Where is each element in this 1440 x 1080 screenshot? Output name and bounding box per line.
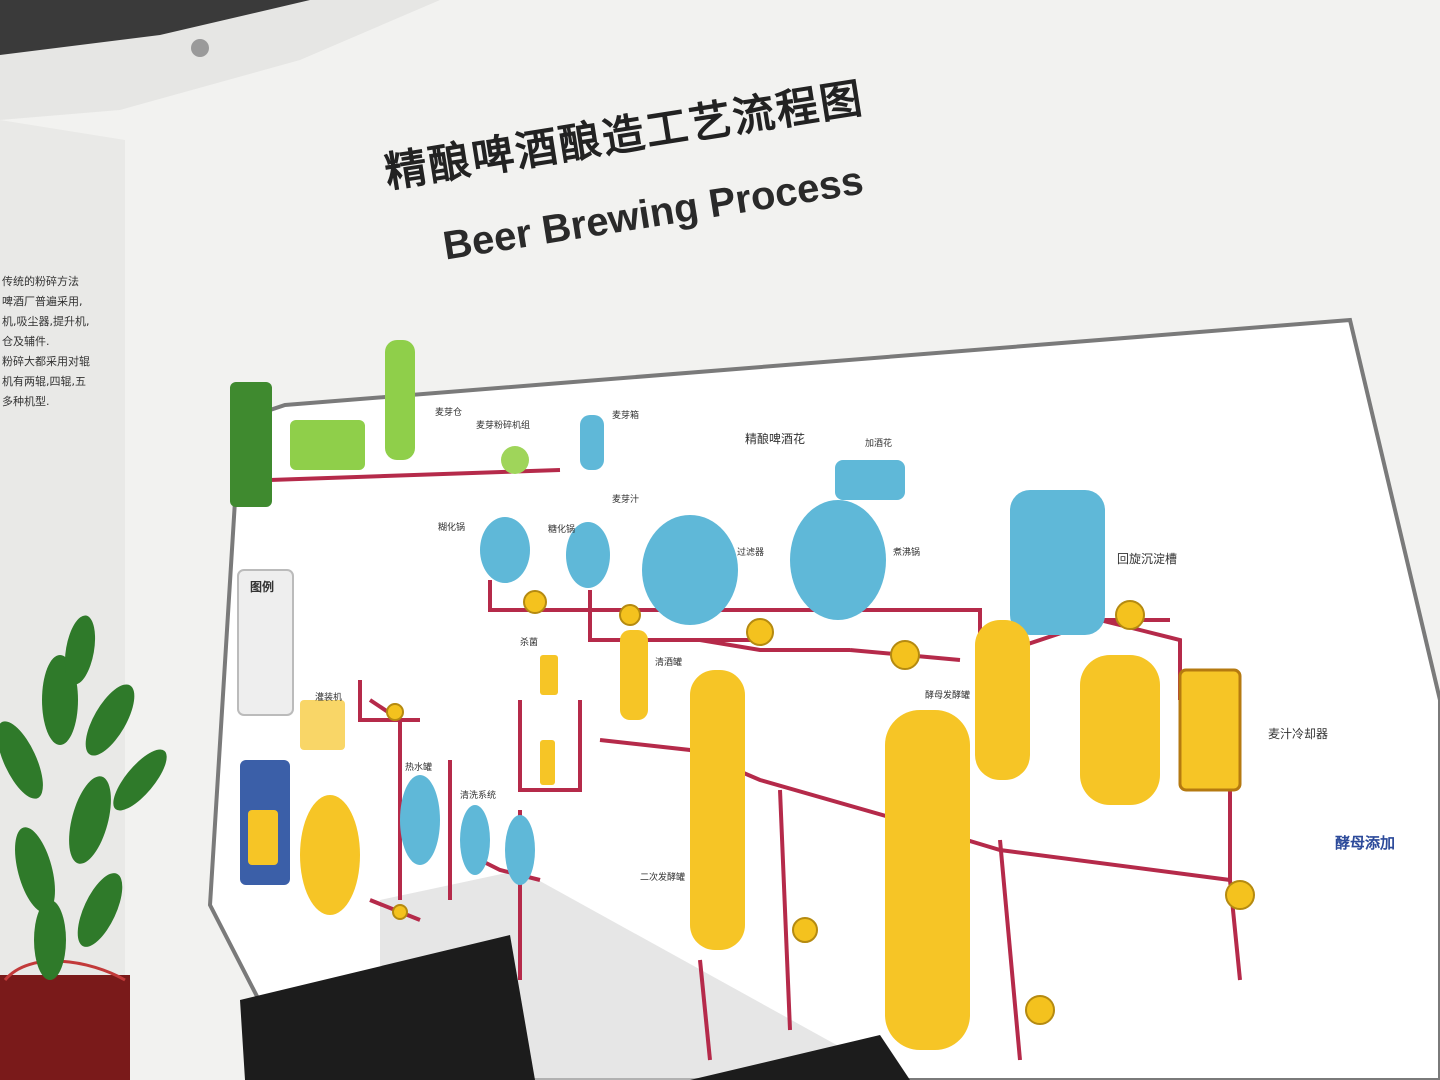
label-filler: 灌装机 [315,693,343,703]
legend-card [237,569,294,716]
malt-hopper-unit [230,382,272,507]
label-second-ferment: 二次发酵罐 [640,873,686,883]
whirlpool-tank [1010,490,1105,635]
side-note-line: 粉碎大都采用对辊 [2,355,90,368]
fermenter-tank-2 [885,710,970,1050]
label-malt-bin: 麦芽箱 [612,411,640,421]
side-note-line: 仓及辅件. [2,335,50,348]
potted-plant [0,615,167,1080]
mash-tun-tank [480,517,530,583]
side-note: 传统的粉碎方法 啤酒厂普遍采用, 机,吸尘器,提升机, 仓及辅件. 粉碎大都采用… [2,272,112,412]
fermenter-tank-4 [1080,655,1160,805]
pumps [386,590,1255,1025]
side-note-line: 多种机型. [2,395,50,408]
ceiling-beam [0,0,310,55]
label-malt-hopper: 麦芽仓 [435,408,463,418]
fermenter-tank-1 [690,670,745,950]
mill-pump [501,446,529,474]
office-chairs [240,935,910,1080]
label-malt-mill: 麦芽粉碎机组 [476,421,531,431]
label-whirlpool: 回旋沉淀槽 [1117,552,1178,566]
label-yeast-add: 酵母添加 [1335,834,1396,852]
fermenter-tank-3 [975,620,1030,780]
label-fermenter: 酵母发酵罐 [925,691,971,701]
label-sterilizer: 杀菌 [520,638,539,648]
malt-mill-unit [290,420,365,470]
bright-tank [300,795,360,915]
label-mash-tun: 糊化锅 [438,523,466,533]
label-filter: 过滤器 [737,548,765,558]
malt-silo-unit [385,340,415,460]
label-hop: 精酿啤酒花 [745,432,806,446]
side-note-line: 啤酒厂普遍采用, [2,295,83,308]
malt-bin-tank [580,415,604,470]
water-tank [400,775,440,865]
boil-kettle-tank [790,500,886,620]
cip-tank-1 [460,805,490,875]
side-note-line: 机有两辊,四辊,五 [2,375,86,388]
side-note-line: 传统的粉碎方法 [2,275,79,288]
label-hop-dosing: 加酒花 [865,439,893,449]
sterilizer-unit [540,655,558,695]
ceiling-light [191,39,209,57]
label-bright-tank: 清酒罐 [655,658,683,668]
side-note-line: 机,吸尘器,提升机, [2,315,90,328]
label-saccharification: 糖化锅 [548,525,576,535]
filler-machine [300,700,345,750]
saccharification-tank [566,522,610,588]
label-boil-kettle: 煮沸锅 [893,548,921,558]
label-lauter: 麦芽汁 [612,495,640,505]
packaging-inner [248,810,278,865]
second-ferment-unit [540,740,555,785]
label-water: 热水罐 [405,763,433,773]
lauter-tank [642,515,738,625]
label-cip: 清洗系统 [460,791,497,801]
wort-cooler [1178,668,1242,792]
yeast-tank [620,630,648,720]
hop-dosing-tank [835,460,905,500]
cip-tank-2 [505,815,535,885]
label-wort-cooler: 麦汁冷却器 [1268,727,1329,741]
legend-title: 图例 [250,580,275,594]
